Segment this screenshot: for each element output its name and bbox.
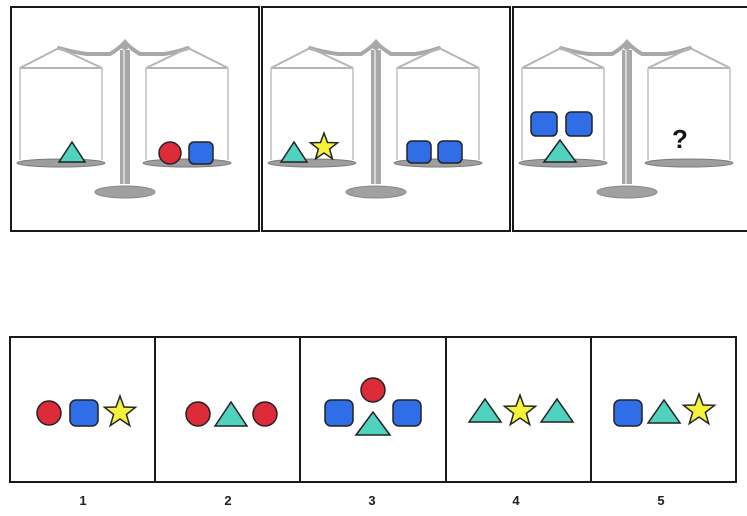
- square-shape: [565, 111, 593, 137]
- star-shape: [501, 392, 538, 427]
- square-shape: [613, 399, 643, 427]
- star-shape: [681, 391, 717, 426]
- square-shape: [437, 140, 463, 164]
- triangle-shape: [646, 398, 682, 424]
- triangle-shape: [57, 140, 87, 163]
- option-5[interactable]: [592, 338, 735, 481]
- circle-shape: [36, 400, 62, 426]
- option-3[interactable]: [301, 338, 447, 481]
- scale-panel-1: [10, 6, 260, 232]
- option-number-3: 3: [368, 493, 376, 508]
- answer-options: [9, 336, 737, 483]
- scale-panel-2: [261, 6, 511, 232]
- square-shape: [324, 399, 355, 427]
- triangle-shape: [467, 397, 503, 423]
- balance-scale-2: [266, 40, 484, 200]
- star-shape: [308, 130, 340, 161]
- question-mark: ?: [672, 124, 688, 154]
- triangle-shape: [539, 397, 575, 423]
- option-number-4: 4: [512, 493, 520, 508]
- square-shape: [392, 399, 423, 427]
- option-1[interactable]: [11, 338, 157, 481]
- circle-shape: [360, 377, 387, 403]
- circle-shape: [158, 141, 182, 165]
- option-number-1: 1: [79, 493, 87, 508]
- option-number-5: 5: [657, 493, 665, 508]
- option-number-2: 2: [224, 493, 232, 508]
- option-4[interactable]: [447, 338, 592, 481]
- balance-scale-3: ?: [517, 40, 735, 200]
- star-shape: [102, 393, 138, 428]
- square-shape: [406, 140, 432, 164]
- square-shape: [188, 141, 214, 165]
- balance-scale-1: [15, 40, 233, 200]
- triangle-shape: [542, 138, 578, 163]
- square-shape: [69, 399, 99, 427]
- square-shape: [530, 111, 558, 137]
- triangle-shape: [279, 140, 309, 163]
- scale-panel-3: ?: [512, 6, 747, 232]
- triangle-shape: [354, 410, 392, 436]
- triangle-shape: [213, 400, 249, 427]
- circle-shape: [185, 401, 211, 427]
- circle-shape: [252, 401, 278, 427]
- option-2[interactable]: [156, 338, 302, 481]
